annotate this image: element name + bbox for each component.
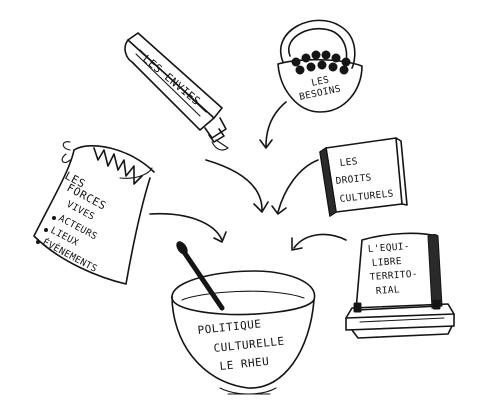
arrow-besoins-to-bowl <box>259 101 287 149</box>
label-droits-1: LES <box>339 156 358 169</box>
label-equilibre-3: TERRITO- <box>369 269 418 283</box>
basket-balls <box>291 50 351 75</box>
arrow-droits-to-bowl <box>271 159 319 215</box>
label-bowl-3: LE RHEU <box>219 355 270 373</box>
label-equilibre-4: RIAL <box>375 284 400 297</box>
label-droits-3: CULTURELS <box>339 188 394 205</box>
arrow-envies-to-bowl <box>205 159 269 213</box>
forces-list: ACTEURS LIEUX ÉVÉNEMENTS <box>36 213 99 275</box>
label-bowl-1: POLITIQUE <box>197 317 262 337</box>
bowl-politique: POLITIQUE CULTURELLE LE RHEU <box>171 241 316 395</box>
label-bowl-2: CULTURELLE <box>213 335 285 355</box>
basket-besoins: LES BESOINS <box>277 19 363 113</box>
label-equilibre-2: LIBRE <box>371 256 402 269</box>
book-droits: LES DROITS CULTURELS <box>319 137 408 217</box>
label-besoins-1: LES <box>310 74 330 89</box>
label-droits-2: DROITS <box>335 172 372 187</box>
sack-forces-vives: LES FORCES VIVES ACTEURS LIEUX ÉVÉNEMENT… <box>33 141 155 285</box>
arrow-equilibre-to-bowl <box>291 233 347 251</box>
arrow-forces-to-bowl <box>149 212 227 243</box>
scale-equilibre: L'EQUI- LIBRE TERRITO- RIAL <box>345 232 455 339</box>
label-equilibre-1: L'EQUI- <box>367 241 410 255</box>
arrows <box>149 101 347 251</box>
bottle-envies: LES ENVIES <box>124 32 229 151</box>
